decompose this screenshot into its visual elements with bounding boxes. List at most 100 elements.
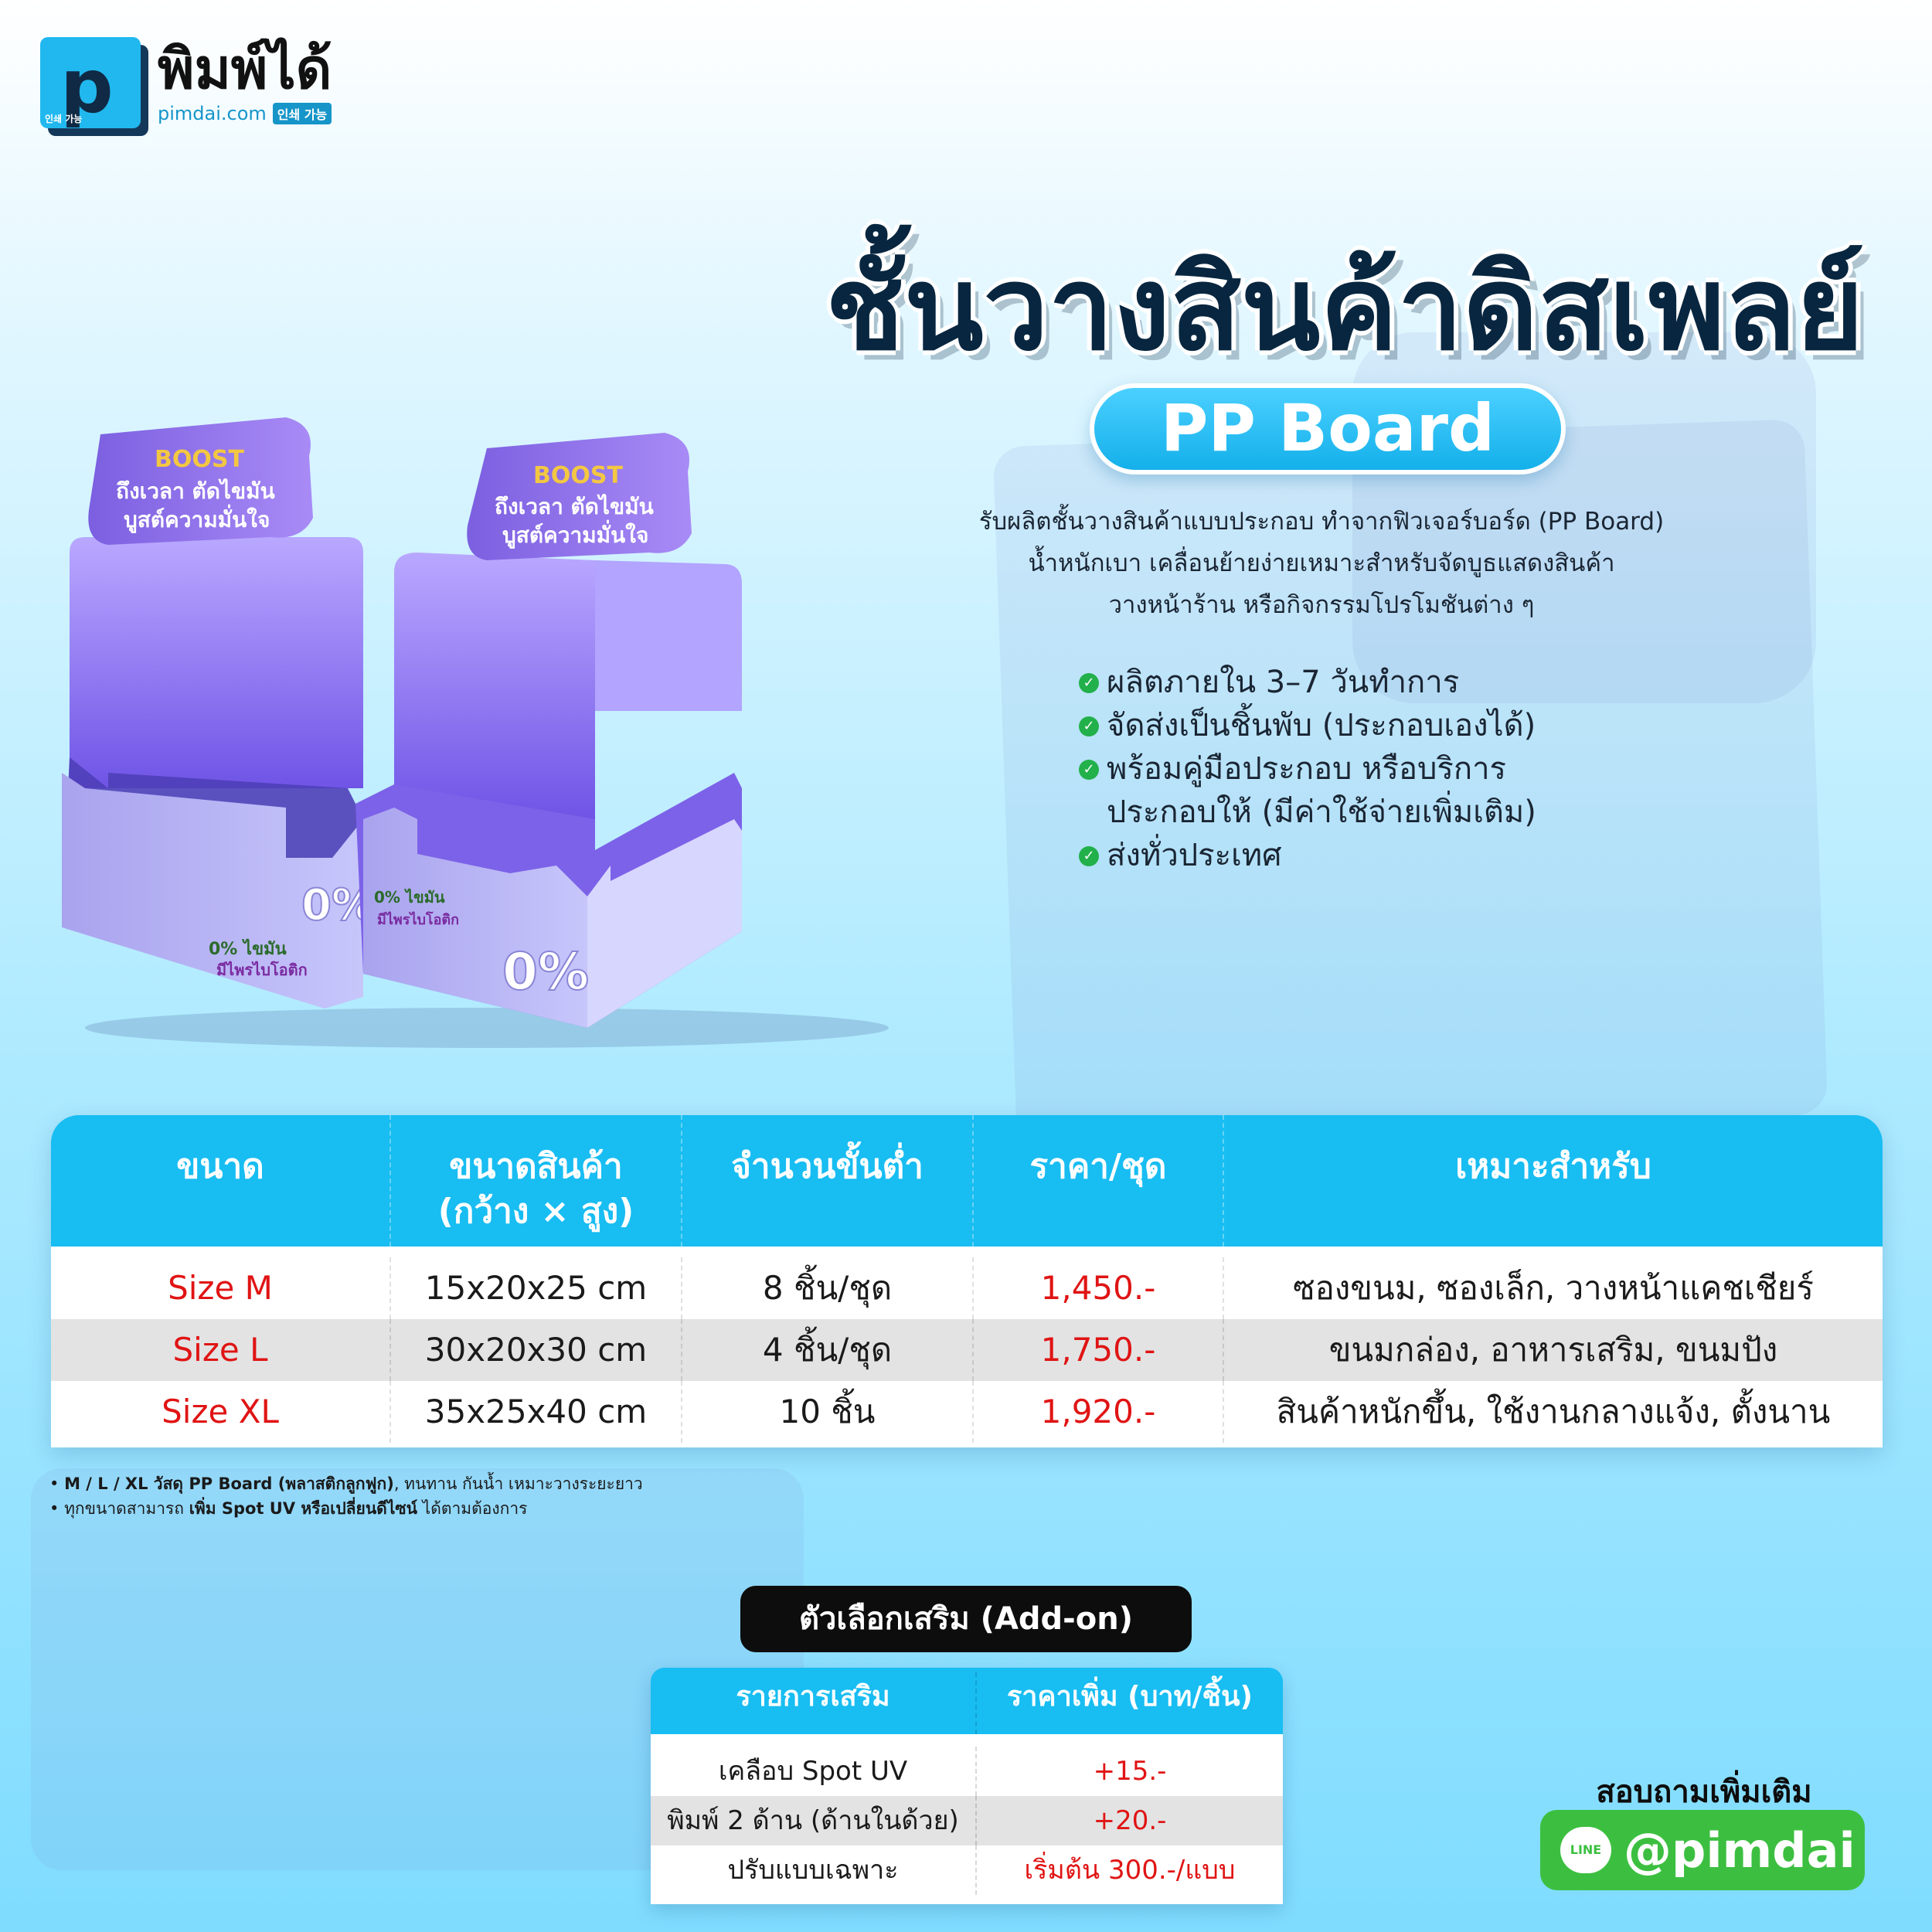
column-header: ขนาด (51, 1115, 391, 1247)
column-header: จำนวนขั้นต่ำ (682, 1115, 974, 1247)
addon-price: เริ่มต้น 300.-/แบบ (1024, 1855, 1236, 1886)
addon-table: รายการเสริม ราคาเพิ่ม (บาท/ชิ้น) เคลือบ … (651, 1668, 1283, 1904)
description: รับผลิตชั้นวางสินค้าแบบประกอบ ทำจากฟิวเจ… (912, 501, 1731, 626)
addon-title: ตัวเลือกเสริม (Add-on) (740, 1586, 1192, 1652)
column-header: ราคาเพิ่ม (บาท/ชิ้น) (1006, 1681, 1253, 1713)
note-line: • ทุกขนาดสามารถ เพิ่ม Spot UV หรือเปลี่ย… (49, 1499, 528, 1518)
contact-label: สอบถามเพิ่มเติม (1596, 1774, 1812, 1810)
product-big-text: 0% (502, 942, 589, 1002)
description-line: น้ำหนักเบา เคลื่อนย้ายง่ายเหมาะสำหรับจัด… (1028, 549, 1615, 577)
shadow (85, 1008, 889, 1048)
size-cell: Size XL (51, 1381, 391, 1443)
feature-text: ประกอบให้ (มีค่าใช้จ่ายเพิ่มเติม) (1107, 794, 1536, 830)
product-brand-text: BOOST (533, 462, 623, 489)
description-line: รับผลิตชั้นวางสินค้าแบบประกอบ ทำจากฟิวเจ… (978, 508, 1665, 536)
min-qty-cell: 8 ชิ้น/ชุด (682, 1257, 974, 1319)
line-icon: LINE (1560, 1827, 1611, 1873)
line-contact-button[interactable]: LINE @pimdai (1540, 1810, 1865, 1890)
product-tag: 0% ไขมัน (209, 938, 287, 959)
feature-item: ✓ ส่งทั่วประเทศ (1079, 834, 1536, 877)
note-line: • M / L / XL วัสดุ PP Board (พลาสติกลูกฟ… (49, 1475, 643, 1493)
table-spacer (651, 1734, 1283, 1747)
addon-item: ปรับแบบเฉพาะ (651, 1845, 977, 1895)
check-circle-icon: ✓ (1079, 673, 1099, 693)
table-notes: • M / L / XL วัสดุ PP Board (พลาสติกลูกฟ… (49, 1471, 643, 1521)
price-cell: 1,920.- (974, 1381, 1224, 1443)
display-box-right: BOOST ถึงเวลา ตัดไขมัน บูสต์ความมั่นใจ 0… (355, 433, 742, 1028)
brand-logo[interactable]: p 인쇄 가능 พิมพ์ได้ pimdai.com 인쇄 가능 (40, 37, 332, 130)
table-header: ขนาด ขนาดสินค้า (กว้าง × สูง) จำนวนขั้นต… (51, 1115, 1883, 1247)
column-header: เหมาะสำหรับ (1455, 1147, 1651, 1186)
logo-mark-subtext: 인쇄 가능 (45, 114, 83, 124)
note-bold: เพิ่ม Spot UV หรือเปลี่ยนดีไซน์ (189, 1499, 417, 1518)
feature-item: ✓ จัดส่งเป็นชิ้นพับ (ประกอบเองได้) (1079, 704, 1536, 747)
product-headline: บูสต์ความมั่นใจ (124, 504, 270, 533)
feature-text: ส่งทั่วประเทศ (1107, 838, 1282, 873)
dims-cell: 30x20x30 cm (391, 1319, 682, 1381)
feature-item: ประกอบให้ (มีค่าใช้จ่ายเพิ่มเติม) (1079, 791, 1536, 834)
feature-list: ✓ ผลิตภายใน 3–7 วันทำการ ✓ จัดส่งเป็นชิ้นพ… (1079, 661, 1536, 877)
site-url: pimdai.com (158, 103, 267, 124)
addon-item: พิมพ์ 2 ด้าน (ด้านในด้วย) (651, 1796, 977, 1845)
min-qty-cell: 10 ชิ้น (682, 1381, 974, 1443)
size-cell: Size M (51, 1257, 391, 1319)
use-cell: ซองขนม, ซองเล็ก, วางหน้าแคชเชียร์ (1293, 1269, 1814, 1307)
price-cell: 1,750.- (974, 1319, 1224, 1381)
addon-header: รายการเสริม ราคาเพิ่ม (บาท/ชิ้น) (651, 1668, 1283, 1734)
feature-text: จัดส่งเป็นชิ้นพับ (ประกอบเองได้) (1107, 708, 1536, 743)
addon-row: เคลือบ Spot UV +15.- (651, 1747, 1283, 1796)
column-header: รายการเสริม (651, 1672, 977, 1734)
product-tag: มีไพรไบโอติก (216, 961, 308, 979)
dims-cell: 35x25x40 cm (391, 1381, 682, 1443)
addon-row: พิมพ์ 2 ด้าน (ด้านในด้วย) +20.- (651, 1796, 1283, 1845)
price-cell: 1,450.- (974, 1257, 1224, 1319)
product-tag: 0% ไขมัน (374, 888, 445, 906)
site-tag: 인쇄 가능 (272, 103, 332, 124)
use-cell: ขนมกล่อง, อาหารเสริม, ขนมปัง (1328, 1331, 1778, 1369)
addon-price: +20.- (1093, 1805, 1167, 1836)
check-circle-icon: ✓ (1079, 716, 1099, 736)
min-qty-cell: 4 ชิ้น/ชุด (682, 1319, 974, 1381)
product-headline: ถึงเวลา ตัดไขมัน (116, 478, 275, 504)
logo-letter: p (60, 43, 114, 130)
page-title: ชั้นวางสินค้าดิสเพลย์ (825, 242, 1864, 376)
product-tag: มีไพรไบโอติก (377, 911, 459, 928)
table-spacer (51, 1247, 1883, 1257)
product-headline: บูสต์ความมั่นใจ (502, 519, 648, 549)
price-table: ขนาด ขนาดสินค้า (กว้าง × สูง) จำนวนขั้นต… (51, 1115, 1883, 1447)
table-row: Size L 30x20x30 cm 4 ชิ้น/ชุด 1,750.- ขน… (51, 1319, 1883, 1381)
feature-text: พร้อมคู่มือประกอบ หรือบริการ (1107, 751, 1507, 787)
column-header: ราคา/ชุด (974, 1115, 1224, 1247)
product-brand-text: BOOST (155, 446, 244, 473)
display-box-left: BOOST ถึงเวลา ตัดไขมัน บูสต์ความมั่นใจ 0… (62, 417, 376, 1009)
column-header: ขนาดสินค้า (กว้าง × สูง) (391, 1115, 682, 1247)
table-row: Size M 15x20x25 cm 8 ชิ้น/ชุด 1,450.- ซอ… (51, 1257, 1883, 1319)
material-badge: PP Board (1090, 383, 1566, 474)
logo-text: พิมพ์ได้ pimdai.com 인쇄 가능 (158, 41, 332, 124)
feature-item: ✓ พร้อมคู่มือประกอบ หรือบริการ (1079, 747, 1536, 791)
addon-item: เคลือบ Spot UV (651, 1747, 977, 1796)
description-line: วางหน้าร้าน หรือกิจกรรมโปรโมชันต่าง ๆ (1108, 591, 1535, 619)
table-row: Size XL 35x25x40 cm 10 ชิ้น 1,920.- สินค… (51, 1381, 1883, 1443)
use-cell: สินค้าหนักขึ้น, ใช้งานกลางแจ้ง, ตั้งนาน (1276, 1393, 1831, 1430)
feature-text: ผลิตภายใน 3–7 วันทำการ (1107, 665, 1460, 700)
table-spacer (51, 1443, 1883, 1447)
dims-cell: 15x20x25 cm (391, 1257, 682, 1319)
size-cell: Size L (51, 1319, 391, 1381)
line-handle: @pimdai (1624, 1821, 1855, 1879)
addon-row: ปรับแบบเฉพาะ เริ่มต้น 300.-/แบบ (651, 1845, 1283, 1895)
logo-mark: p 인쇄 가능 (40, 37, 141, 130)
note-bold: M / L / XL วัสดุ PP Board (พลาสติกลูกฟูก… (64, 1475, 394, 1493)
note-text: ได้ตามต้องการ (417, 1499, 528, 1518)
product-headline: ถึงเวลา ตัดไขมัน (495, 494, 654, 519)
table-spacer (651, 1895, 1283, 1904)
check-circle-icon: ✓ (1079, 760, 1099, 780)
feature-item: ✓ ผลิตภายใน 3–7 วันทำการ (1079, 661, 1536, 704)
site-row: pimdai.com 인쇄 가능 (158, 103, 332, 124)
product-display-illustration: BOOST ถึงเวลา ตัดไขมัน บูสต์ความมั่นใจ 0… (62, 417, 889, 1048)
addon-price: +15.- (1093, 1756, 1167, 1787)
brand-name: พิมพ์ได้ (158, 36, 332, 101)
note-text: ทุกขนาดสามารถ (64, 1499, 189, 1518)
check-circle-icon: ✓ (1079, 846, 1099, 866)
note-text: , ทนทาน กันน้ำ เหมาะวางระยะยาว (393, 1475, 643, 1493)
